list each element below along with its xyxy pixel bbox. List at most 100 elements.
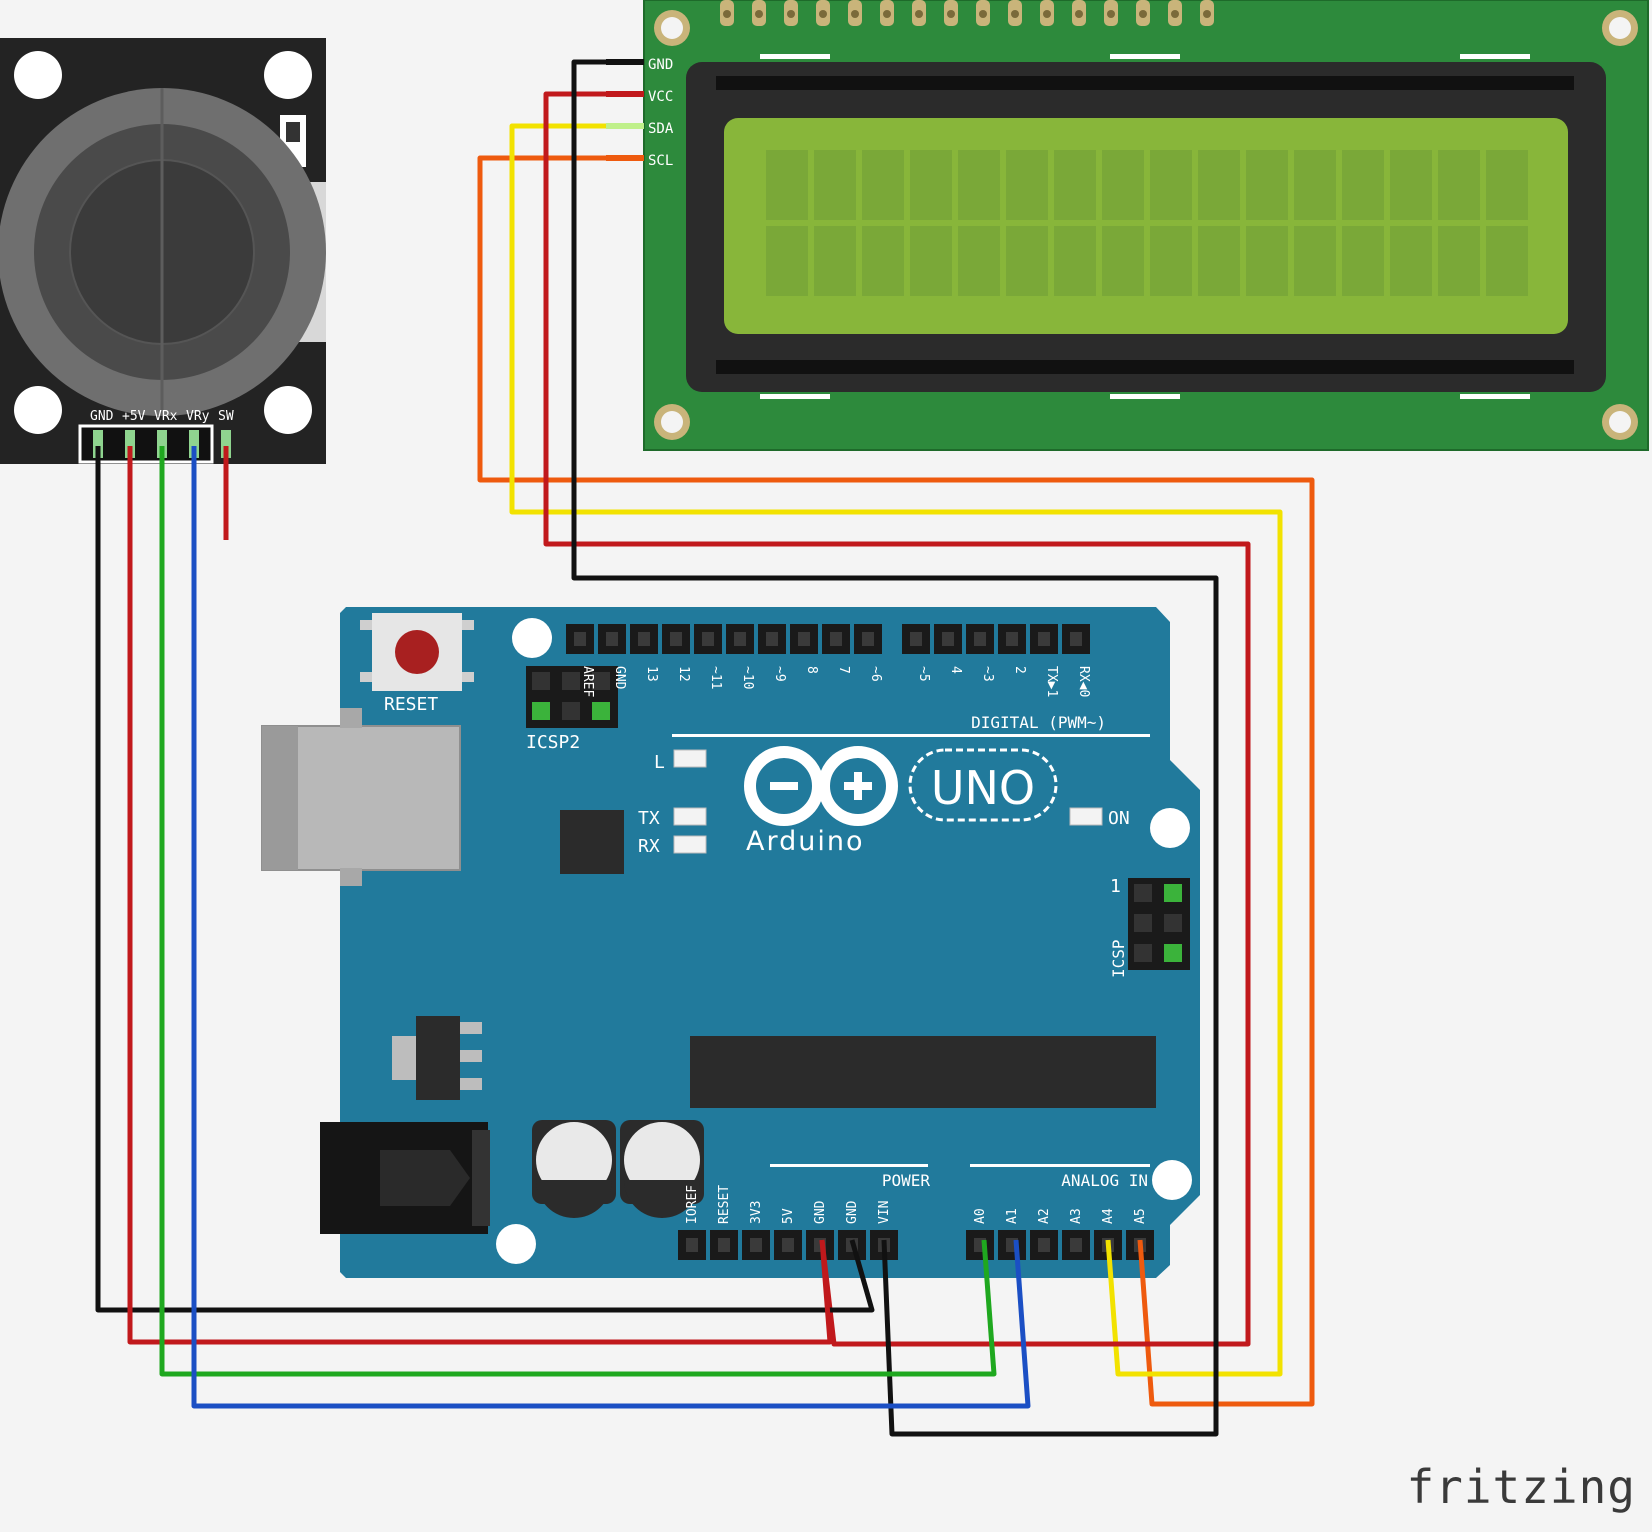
lcd-char-cell (1246, 226, 1288, 296)
board-mounting-hole (1150, 808, 1190, 848)
digital-pin-label: ~3 (980, 666, 995, 682)
usb-b-connector (261, 708, 461, 886)
lcd-char-cell (1486, 150, 1528, 220)
led-tx (673, 807, 707, 826)
led-on (1069, 807, 1103, 826)
lcd-mounting-hole (1602, 10, 1638, 46)
lcd-char-cell (1198, 150, 1240, 220)
lcd-top-pin (1072, 0, 1086, 26)
analog-pin-label: A2 (1037, 1208, 1052, 1224)
reset-button[interactable] (360, 613, 474, 691)
power-pin-label: GND (845, 1200, 860, 1224)
joystick-pin-label: VRy (186, 409, 210, 424)
power-pin-label: 3V3 (749, 1201, 764, 1224)
wire-joystick-5v-to-5v (127, 446, 833, 1345)
icsp-pin (1134, 914, 1152, 932)
capacitor (532, 1120, 616, 1218)
lcd-char-cell (1054, 150, 1096, 220)
lcd-top-pin (944, 0, 958, 26)
lcd-top-pin (976, 0, 990, 26)
lcd-char-cell (1438, 150, 1480, 220)
lcd-char-cell (1102, 150, 1144, 220)
lcd-char-cell (1150, 150, 1192, 220)
lcd-top-pin (720, 0, 734, 26)
power-pin-label: VIN (877, 1201, 892, 1224)
lcd-pin-vcc-label: VCC (648, 89, 673, 105)
board-mounting-hole (512, 618, 552, 658)
joystick-pin-label: +5V (122, 409, 146, 424)
power-pin-label: GND (813, 1200, 828, 1224)
power-pin-label: IOREF (685, 1185, 700, 1224)
lcd-mounting-hole (654, 404, 690, 440)
led-tx-label: TX (638, 808, 660, 829)
lcd-top-pin (880, 0, 894, 26)
icsp-header (1128, 878, 1190, 970)
joystick-mounting-hole (14, 51, 62, 99)
wires (95, 59, 1315, 1437)
icsp-pin1-label: 1 (1110, 876, 1121, 897)
wire-lcd-scl-to-a5 (477, 155, 1315, 1407)
lcd-char-cell (1294, 226, 1336, 296)
led-on-label: ON (1108, 808, 1130, 829)
lcd-top-pin (848, 0, 862, 26)
board-mounting-hole (1152, 1160, 1192, 1200)
lcd-top-pin (1200, 0, 1214, 26)
joystick-mounting-hole (14, 386, 62, 434)
icsp-pin (1164, 944, 1182, 962)
joystick-pin (157, 430, 167, 458)
lcd-char-cell (1438, 226, 1480, 296)
joystick-pin-label: SW (218, 409, 234, 424)
uno-badge: UNO (908, 748, 1058, 822)
lcd-top-pin (1168, 0, 1182, 26)
lcd-char-cell (1342, 226, 1384, 296)
led-l-label: L (654, 752, 665, 773)
joystick-pin (189, 430, 199, 458)
reset-label: RESET (384, 694, 438, 715)
lcd-char-cell (1150, 226, 1192, 296)
digital-pin-label: 12 (676, 666, 691, 682)
digital-pin-label: ~9 (772, 666, 787, 682)
lcd-i2c-pin-stubs (606, 59, 644, 161)
joystick-mounting-hole (264, 386, 312, 434)
atmega328-chip (690, 1036, 1156, 1108)
lcd-char-cell (958, 226, 1000, 296)
uno-label: UNO (931, 761, 1035, 815)
wire-joystick-vrx-to-a0 (159, 446, 997, 1377)
lcd-char-cell (766, 150, 808, 220)
digital-pin-label: ~10 (740, 666, 755, 689)
lcd-char-cell (766, 226, 808, 296)
analog-pin-label: A0 (973, 1208, 988, 1224)
lcd-char-cell (1486, 226, 1528, 296)
power-header-label: POWER (882, 1171, 931, 1190)
lcd-top-pin (1040, 0, 1054, 26)
lcd-char-cell (862, 226, 904, 296)
icsp-pin (1134, 944, 1152, 962)
icsp2-pin (562, 702, 580, 720)
digital-pin-label: ~11 (708, 666, 723, 689)
digital-pin-label: 13 (644, 666, 659, 682)
lcd-char-cell (1342, 150, 1384, 220)
lcd-char-cell (1006, 226, 1048, 296)
icsp2-header (526, 666, 618, 728)
lcd-module: GND VCC SDA SCL (643, 0, 1649, 451)
lcd-pin-gnd-label: GND (648, 57, 673, 73)
analog-pin-label: A3 (1069, 1208, 1084, 1224)
wire-lcd-gnd-to-gnd (571, 59, 1219, 1437)
joystick-pin (93, 430, 103, 458)
lcd-char-cell (1102, 226, 1144, 296)
joystick-mounting-hole (264, 51, 312, 99)
lcd-char-cell (1390, 150, 1432, 220)
digital-pin-label: 4 (948, 666, 963, 674)
led-l (673, 749, 707, 768)
lcd-top-header (720, 0, 1214, 26)
digital-pin-label: TX▶1 (1044, 666, 1059, 697)
digital-pin-label: 8 (804, 666, 819, 674)
icsp-pin (1164, 914, 1182, 932)
lcd-character-grid (766, 150, 1528, 296)
wire-lcd-sda-to-a4 (509, 123, 1283, 1377)
icsp2-pin (592, 672, 610, 690)
joystick-pin-label: GND (90, 409, 114, 424)
lcd-top-pin (784, 0, 798, 26)
icsp-label: ICSP (1109, 939, 1128, 978)
